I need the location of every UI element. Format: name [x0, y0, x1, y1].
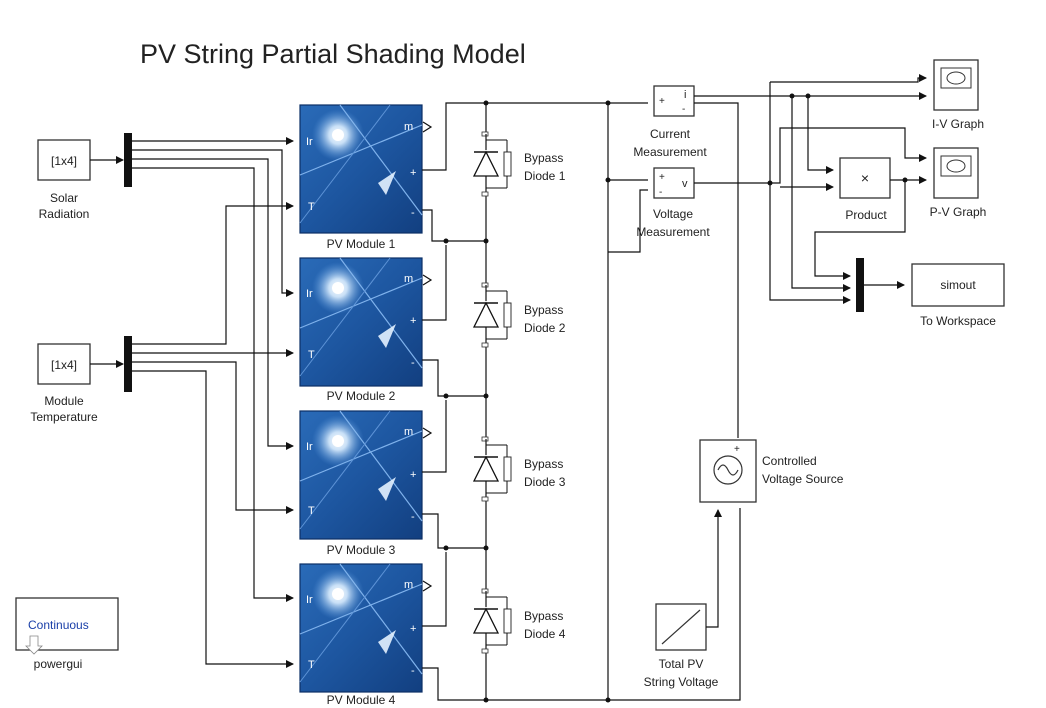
current-meas-label-2: Measurement — [633, 145, 707, 159]
current-meas-label-1: Current — [650, 127, 691, 141]
solar-demux[interactable] — [124, 133, 132, 187]
cvs-label-2: Voltage Source — [762, 472, 844, 486]
pv-module-2[interactable]: Ir T m + - — [299, 257, 423, 387]
pv-graph-label: P-V Graph — [930, 205, 987, 219]
pv2-ir-port: Ir — [306, 288, 313, 300]
pv-module-1[interactable]: Ir T m + - — [299, 104, 423, 234]
pv4-minus-port: - — [411, 665, 415, 677]
to-workspace-label: To Workspace — [920, 314, 996, 328]
solar-constant-value: [1x4] — [51, 154, 77, 168]
pv-module-1-label: PV Module 1 — [327, 237, 396, 251]
controlled-voltage-source[interactable]: + — [699, 439, 757, 503]
powergui-label: powergui — [34, 657, 83, 671]
vm-out: v — [682, 178, 688, 190]
pv-graph-scope[interactable] — [933, 147, 979, 199]
pv4-ir-port: Ir — [306, 594, 313, 606]
cm-plus: + — [659, 96, 665, 107]
pv2-minus-port: - — [411, 357, 415, 369]
pv2-m-port: m — [404, 273, 413, 285]
solar-label-2: Radiation — [39, 207, 90, 221]
pv-module-4-label: PV Module 4 — [327, 693, 396, 707]
vm-plus: + — [659, 172, 665, 183]
product-symbol: × — [861, 170, 869, 186]
voltage-meas-label-2: Measurement — [636, 225, 710, 239]
powergui-block[interactable]: Continuous — [15, 597, 119, 655]
pv1-m-port: m — [404, 121, 413, 133]
pv-module-4[interactable]: Ir T m + - — [299, 563, 423, 693]
temp-label-2: Temperature — [30, 410, 98, 424]
diode-1-label-1: Bypass — [524, 151, 563, 165]
product-block[interactable]: × — [839, 157, 891, 199]
pv2-t-port: T — [308, 349, 315, 361]
diode-1-label-2: Diode 1 — [524, 169, 566, 183]
pv-module-3-label: PV Module 3 — [327, 543, 396, 557]
bypass-diode-2[interactable] — [473, 282, 512, 348]
pv4-plus-port: + — [410, 623, 416, 635]
pv3-plus-port: + — [410, 469, 416, 481]
iv-graph-label: I-V Graph — [932, 117, 984, 131]
ramp-label-2: String Voltage — [644, 675, 719, 689]
model-title: PV String Partial Shading Model — [140, 39, 526, 69]
simout-value: simout — [940, 278, 976, 292]
iv-graph-scope[interactable] — [933, 59, 979, 111]
ramp-block[interactable] — [655, 603, 707, 651]
diode-2-label-2: Diode 2 — [524, 321, 566, 335]
bypass-diode-3[interactable] — [473, 436, 512, 502]
diode-2-label-1: Bypass — [524, 303, 563, 317]
pv-module-3[interactable]: Ir T m + - — [299, 410, 423, 540]
pv3-t-port: T — [308, 505, 315, 517]
vm-minus: - — [659, 187, 662, 198]
pv3-minus-port: - — [411, 511, 415, 523]
pv2-plus-port: + — [410, 315, 416, 327]
cvs-label-1: Controlled — [762, 454, 817, 468]
pv3-m-port: m — [404, 426, 413, 438]
cm-minus: - — [682, 104, 685, 115]
voltage-measurement-block[interactable]: + - v — [653, 167, 695, 199]
pv1-t-port: T — [308, 201, 315, 213]
product-label: Product — [845, 208, 887, 222]
pv4-m-port: m — [404, 579, 413, 591]
output-mux[interactable] — [856, 258, 864, 312]
cvs-plus: + — [734, 444, 740, 455]
solar-radiation-constant[interactable]: [1x4] — [37, 139, 91, 181]
diode-3-label-2: Diode 3 — [524, 475, 566, 489]
diode-4-label-1: Bypass — [524, 609, 563, 623]
diode-3-label-1: Bypass — [524, 457, 563, 471]
diode-4-label-2: Diode 4 — [524, 627, 566, 641]
current-measurement-block[interactable]: + - i — [653, 85, 695, 117]
temp-constant-value: [1x4] — [51, 358, 77, 372]
pv3-ir-port: Ir — [306, 441, 313, 453]
module-temperature-constant[interactable]: [1x4] — [37, 343, 91, 385]
ramp-label-1: Total PV — [659, 657, 704, 671]
powergui-mode: Continuous — [28, 618, 89, 632]
pv4-t-port: T — [308, 659, 315, 671]
solar-label-1: Solar — [50, 191, 78, 205]
bypass-diode-1[interactable] — [473, 131, 512, 197]
pv-module-2-label: PV Module 2 — [327, 389, 396, 403]
to-workspace-block[interactable]: simout — [911, 263, 1005, 307]
bypass-diode-4[interactable] — [473, 588, 512, 654]
temp-label-1: Module — [44, 394, 84, 408]
pv1-ir-port: Ir — [306, 136, 313, 148]
temp-demux[interactable] — [124, 336, 132, 392]
pv1-plus-port: + — [410, 167, 416, 179]
cm-out: i — [684, 89, 686, 101]
voltage-meas-label-1: Voltage — [653, 207, 693, 221]
pv1-minus-port: - — [411, 207, 415, 219]
